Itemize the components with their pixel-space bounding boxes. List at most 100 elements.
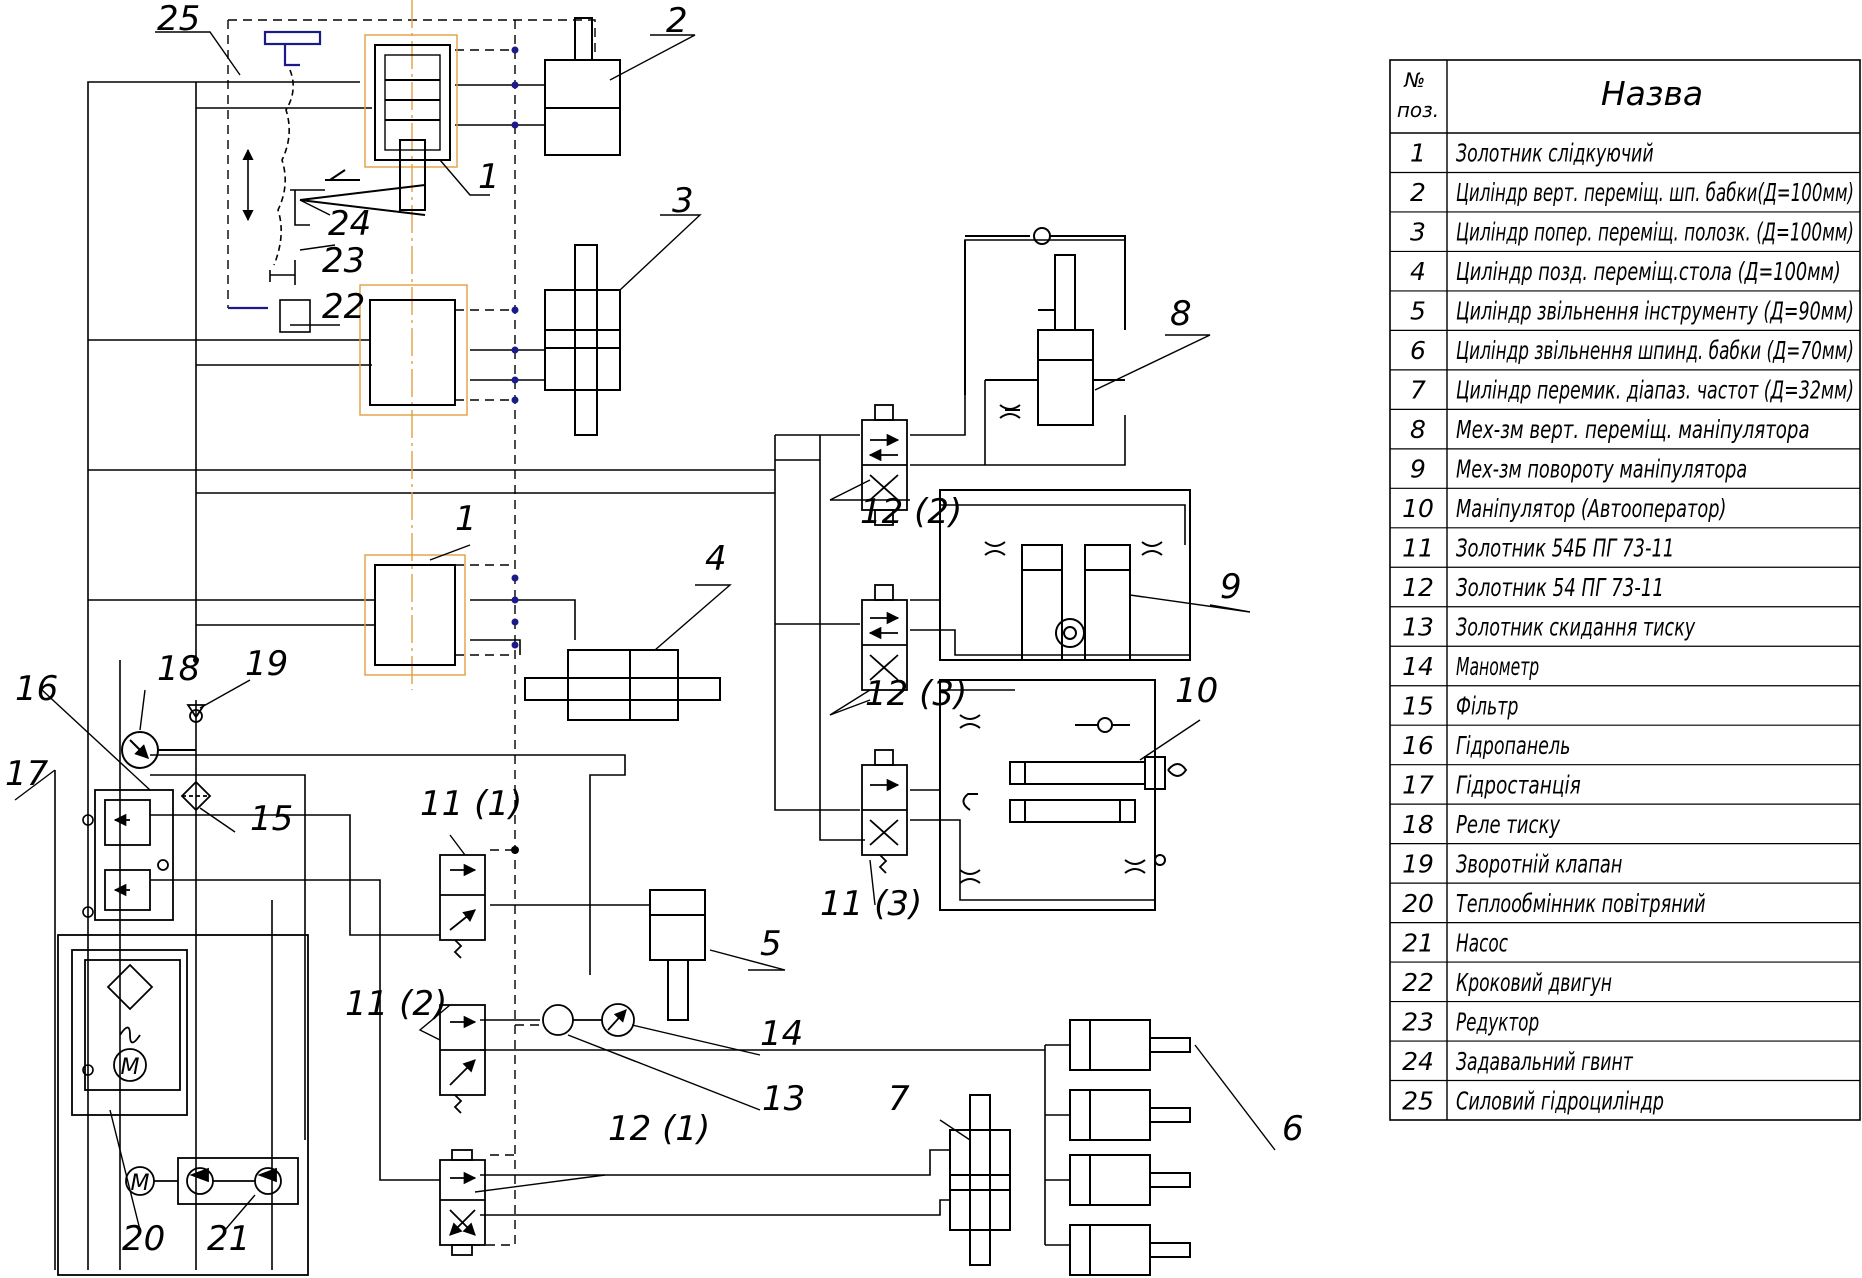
table-cell-name: Циліндр попер. переміщ. полозк. (Д=100мм… bbox=[1456, 218, 1854, 247]
callout-17: 17 bbox=[5, 754, 49, 794]
servo-frames bbox=[359, 0, 468, 690]
mechanism-9 bbox=[939, 489, 1191, 661]
valve-11-3 bbox=[861, 749, 908, 874]
manometer-14 bbox=[573, 1003, 635, 1037]
table-row: 2 Циліндр верт. переміщ. шп. бабки(Д=100м… bbox=[1390, 171, 1860, 207]
table-row: 4 Циліндр позд. переміщ.стола (Д=100мм) bbox=[1390, 250, 1860, 286]
table-cell-pos: 21 bbox=[1402, 928, 1434, 957]
callout-21: 21 bbox=[207, 1219, 250, 1259]
fan-motor-symbol: M bbox=[121, 1055, 140, 1080]
callout-16: 16 bbox=[15, 669, 58, 709]
callout-18: 18 bbox=[157, 649, 200, 689]
table-cell-name: Циліндр перемик. діапаз. частот (Д=32мм) bbox=[1456, 376, 1854, 405]
table-row: 18 Реле тиску bbox=[1390, 803, 1860, 839]
table-cell-pos: 17 bbox=[1402, 770, 1434, 799]
callout-23: 23 bbox=[322, 241, 365, 281]
table-cell-pos: 11 bbox=[1402, 534, 1434, 563]
table-cell-pos: 5 bbox=[1410, 297, 1426, 326]
table-frame bbox=[1389, 59, 1861, 1121]
table-cell-pos: 13 bbox=[1402, 613, 1434, 642]
callout-2: 2 bbox=[666, 1, 688, 41]
table-cell-name: Маніпулятор (Автооператор) bbox=[1456, 494, 1726, 523]
table-cell-pos: 12 bbox=[1402, 573, 1434, 602]
table-cell-pos: 4 bbox=[1410, 257, 1426, 286]
table-cell-pos: 20 bbox=[1402, 889, 1434, 918]
table-cell-pos: 6 bbox=[1410, 336, 1426, 365]
callout-4: 4 bbox=[705, 539, 727, 579]
table-cell-name: Мех-зм верт. переміщ. маніпулятора bbox=[1456, 415, 1810, 444]
table-header-pos: № поз. bbox=[1397, 68, 1439, 122]
table-cell-pos: 14 bbox=[1402, 652, 1434, 681]
mechanism-8 bbox=[964, 227, 1126, 426]
table-header-name: Назва bbox=[1601, 74, 1703, 113]
relief-valve-13 bbox=[542, 1004, 574, 1036]
valve-11-2 bbox=[439, 1004, 486, 1114]
table-row: 3 Циліндр попер. переміщ. полозк. (Д=100м… bbox=[1390, 211, 1860, 247]
valve-12-2 bbox=[861, 404, 908, 526]
table-row: 21 Насос bbox=[1390, 921, 1860, 957]
callout-12-1: 12 (1) bbox=[608, 1109, 710, 1149]
table-cell-pos: 2 bbox=[1410, 178, 1426, 207]
callout-9: 9 bbox=[1220, 567, 1242, 607]
table-cell-name: Гідропанель bbox=[1456, 731, 1570, 760]
table-cell-name: Золотник скидання тиску bbox=[1456, 613, 1696, 642]
callout-12-2: 12 (2) bbox=[860, 492, 962, 532]
table-cell-pos: 8 bbox=[1410, 415, 1426, 444]
valve-11-1 bbox=[439, 854, 486, 959]
callout-15: 15 bbox=[250, 799, 293, 839]
table-cell-name: Насос bbox=[1456, 928, 1508, 957]
table-row: 25 Силовий гідроциліндр bbox=[1390, 1079, 1860, 1115]
table-cell-name: Редуктор bbox=[1456, 1007, 1539, 1036]
table-cell-pos: 3 bbox=[1410, 218, 1426, 247]
junction-dots bbox=[193, 46, 519, 854]
callout-10: 10 bbox=[1175, 671, 1218, 711]
table-cell-name: Задавальний гвинт bbox=[1456, 1047, 1634, 1076]
callout-14: 14 bbox=[760, 1014, 803, 1054]
table-cell-name: Реле тиску bbox=[1456, 810, 1561, 839]
table-cell-pos: 15 bbox=[1402, 691, 1434, 720]
callout-19: 19 bbox=[245, 644, 288, 684]
table-row: 13 Золотник скидання тиску bbox=[1390, 606, 1860, 642]
callout-11-2: 11 (2) bbox=[345, 984, 447, 1024]
table-cell-pos: 25 bbox=[1402, 1086, 1434, 1115]
cylinder-2 bbox=[544, 17, 621, 156]
callout-5: 5 bbox=[760, 924, 782, 964]
table-cell-name: Циліндр позд. переміщ.стола (Д=100мм) bbox=[1456, 257, 1841, 286]
callout-8: 8 bbox=[1170, 294, 1192, 334]
servo-valve-boxes bbox=[369, 299, 456, 666]
table-cell-name: Манометр bbox=[1456, 652, 1539, 681]
table-cell-name: Циліндр звільнення інструменту (Д=90мм) bbox=[1456, 297, 1854, 326]
table-cell-name: Циліндр верт. переміщ. шп. бабки(Д=100мм… bbox=[1456, 178, 1854, 207]
table-cell-pos: 1 bbox=[1410, 139, 1426, 168]
cylinder-3 bbox=[544, 244, 621, 436]
callout-1b: 1 bbox=[455, 499, 477, 539]
stepper-and-gear bbox=[242, 69, 325, 333]
hydrostation-17 bbox=[57, 934, 309, 1276]
table-cell-pos: 18 bbox=[1402, 810, 1434, 839]
power-cylinder-25 bbox=[228, 30, 322, 310]
check-valve-19 bbox=[186, 704, 206, 723]
cylinders-6 bbox=[1069, 1019, 1191, 1276]
table-row: 8 Мех-зм верт. переміщ. маніпулятора bbox=[1390, 408, 1860, 444]
table-cell-name: Силовий гідроциліндр bbox=[1456, 1086, 1664, 1115]
table-row: 14 Манометр bbox=[1390, 645, 1860, 681]
pressure-relay-18 bbox=[121, 731, 196, 769]
table-cell-name: Зворотній клапан bbox=[1456, 849, 1622, 878]
callout-1a: 1 bbox=[478, 157, 500, 197]
